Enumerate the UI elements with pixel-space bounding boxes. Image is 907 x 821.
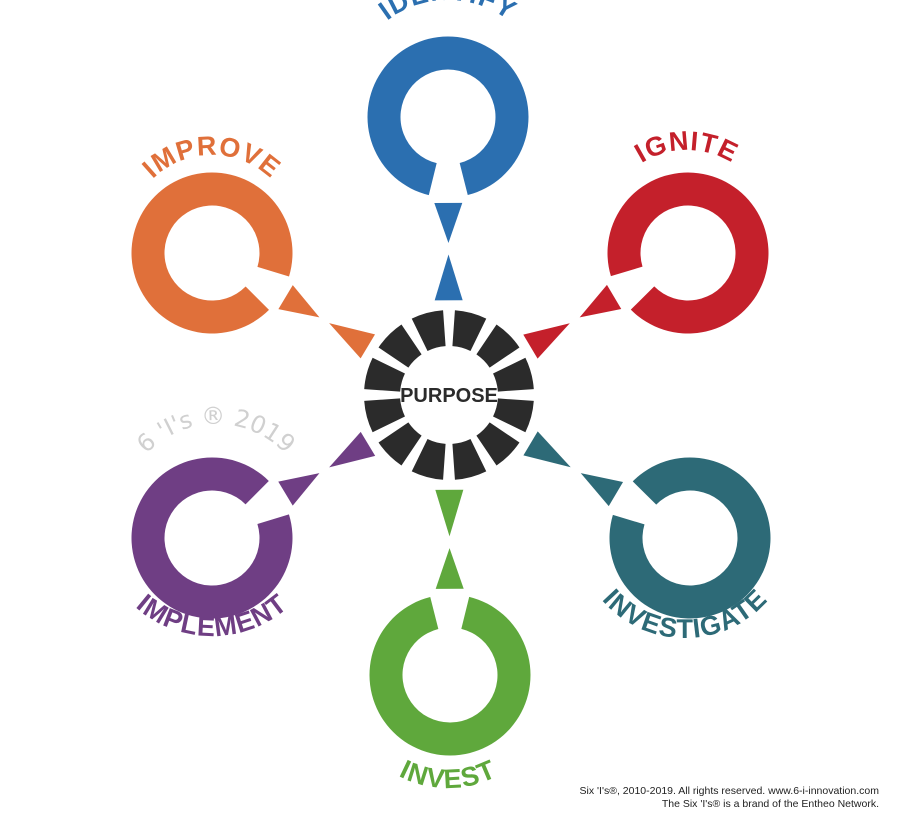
brand-line: The Six 'I's® is a brand of the Entheo N…: [661, 798, 879, 810]
hub-segment: [378, 324, 422, 368]
copyright-line: Six 'I's®, 2010-2019. All rights reserve…: [579, 785, 879, 797]
investigate-arrow-out: [580, 473, 624, 507]
ignite-arrow-in: [523, 323, 570, 359]
identify-arrow-out: [434, 202, 463, 244]
copyright-watermark: 6 'I's ® 2019: [131, 402, 301, 459]
hub-segment: [452, 439, 487, 480]
purpose-label: PURPOSE: [400, 385, 498, 407]
hub-segment: [493, 398, 534, 433]
investigate-arrow-in: [523, 431, 571, 468]
hub-segment: [452, 310, 487, 351]
hub-segment: [476, 324, 520, 368]
hub-segment: [378, 422, 422, 466]
ignite-ring: [607, 172, 769, 334]
implement-arrow-in: [329, 431, 376, 468]
hub-segment: [411, 439, 446, 480]
implement-arrow-out: [278, 473, 320, 506]
hub-segment: [411, 310, 446, 351]
hub-segment: [364, 398, 405, 433]
connector-arrows: [278, 202, 624, 589]
purpose-hub: PURPOSE: [364, 310, 534, 480]
implement-ring: [131, 457, 293, 619]
invest-ring: [369, 596, 531, 756]
hub-segment: [493, 357, 534, 392]
invest-arrow-in: [435, 489, 464, 537]
copyright-footer: Six 'I's®, 2010-2019. All rights reserve…: [580, 785, 879, 811]
investigate-ring: [609, 457, 771, 619]
identify-arrow-in: [434, 254, 463, 301]
invest-label: INVEST: [396, 754, 501, 794]
ignite-label: IGNITE: [630, 126, 744, 169]
improve-ring: [131, 172, 293, 334]
improve-arrow-out: [278, 285, 320, 318]
identify-label: IDENTIFY: [373, 0, 522, 26]
improve-arrow-in: [329, 323, 376, 359]
hub-segment: [364, 357, 405, 392]
hub-segment: [476, 422, 520, 466]
process-rings: [131, 36, 771, 756]
watermark-text: 6 'I's ® 2019: [131, 402, 301, 459]
invest-arrow-out: [435, 548, 464, 589]
identify-ring: [367, 36, 529, 196]
ignite-arrow-out: [579, 284, 622, 318]
